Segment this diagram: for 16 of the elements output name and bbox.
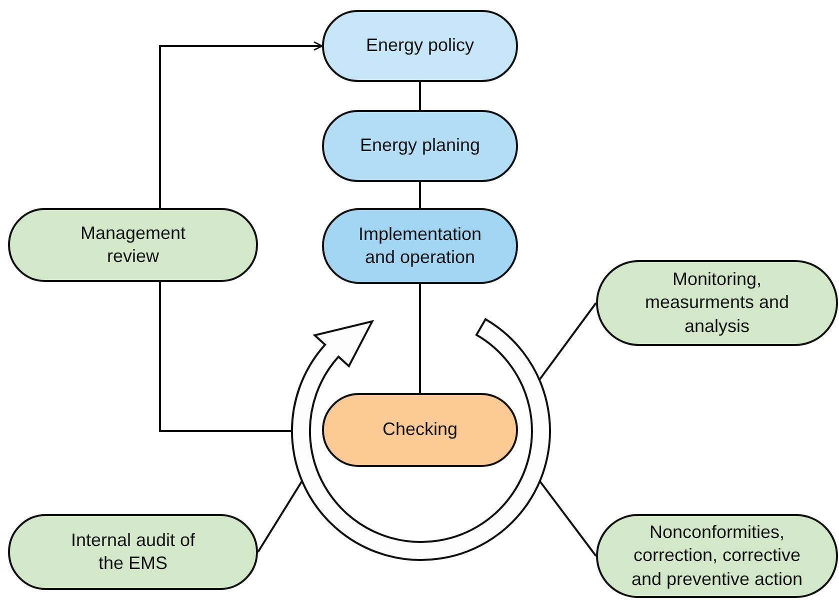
connector-line	[159, 41, 323, 208]
rounded-box: Nonconformities, correction, corrective and preventive action	[596, 514, 838, 598]
rounded-box: Energy policy	[322, 10, 518, 82]
rounded-box: Energy planing	[322, 110, 518, 182]
connector-line	[419, 284, 421, 393]
rounded-box: Monitoring, measurments and analysis	[596, 260, 838, 346]
connector-line	[538, 302, 597, 380]
connector-line	[257, 480, 303, 553]
rounded-box: Implementation and operation	[322, 208, 518, 284]
connector-line	[419, 182, 421, 208]
connector-line	[159, 282, 292, 432]
rounded-box: Management review	[8, 208, 258, 282]
connector-line	[419, 82, 421, 110]
rounded-box: Internal audit of the EMS	[8, 514, 258, 590]
rounded-box: Checking	[322, 393, 518, 467]
connector-line	[539, 480, 597, 557]
